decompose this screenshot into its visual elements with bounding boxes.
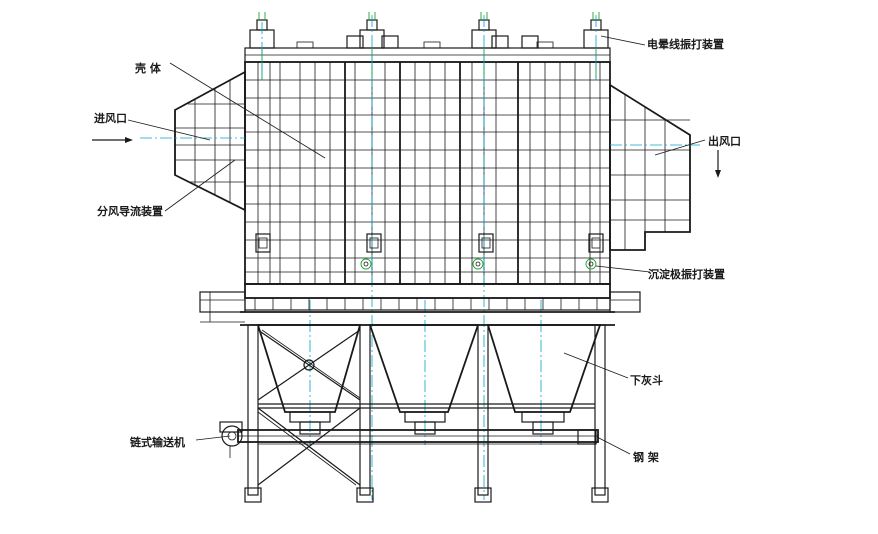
steel-frame (244, 324, 609, 503)
label-steel-frame: 钢 架 (633, 450, 659, 464)
label-discharge-rapper: 电晕线振打装置 (647, 37, 724, 51)
label-outlet: 出风口 (708, 134, 741, 148)
inlet-hood (92, 70, 246, 212)
support-deck (199, 283, 641, 326)
main-casing (244, 47, 611, 285)
outlet-hood (609, 83, 721, 251)
leader-lines (127, 35, 706, 455)
discharge-rapper-units (249, 12, 609, 80)
label-conveyor: 链式输送机 (130, 435, 185, 449)
label-body: 壳 体 (134, 61, 162, 75)
callout-labels: 壳 体 进风口 分风导流装置 电晕线振打装置 出风口 沉淀极振打装置 下灰斗 链… (94, 37, 741, 464)
centerlines (261, 15, 597, 500)
collecting-rapper-units (360, 258, 597, 270)
label-diffuser: 分风导流装置 (97, 204, 163, 218)
inspection-doors (255, 233, 604, 253)
label-inlet: 进风口 (94, 111, 127, 125)
hoppers (256, 324, 602, 435)
label-collecting-rapper: 沉淀极振打装置 (648, 267, 725, 281)
label-hopper: 下灰斗 (630, 373, 663, 387)
